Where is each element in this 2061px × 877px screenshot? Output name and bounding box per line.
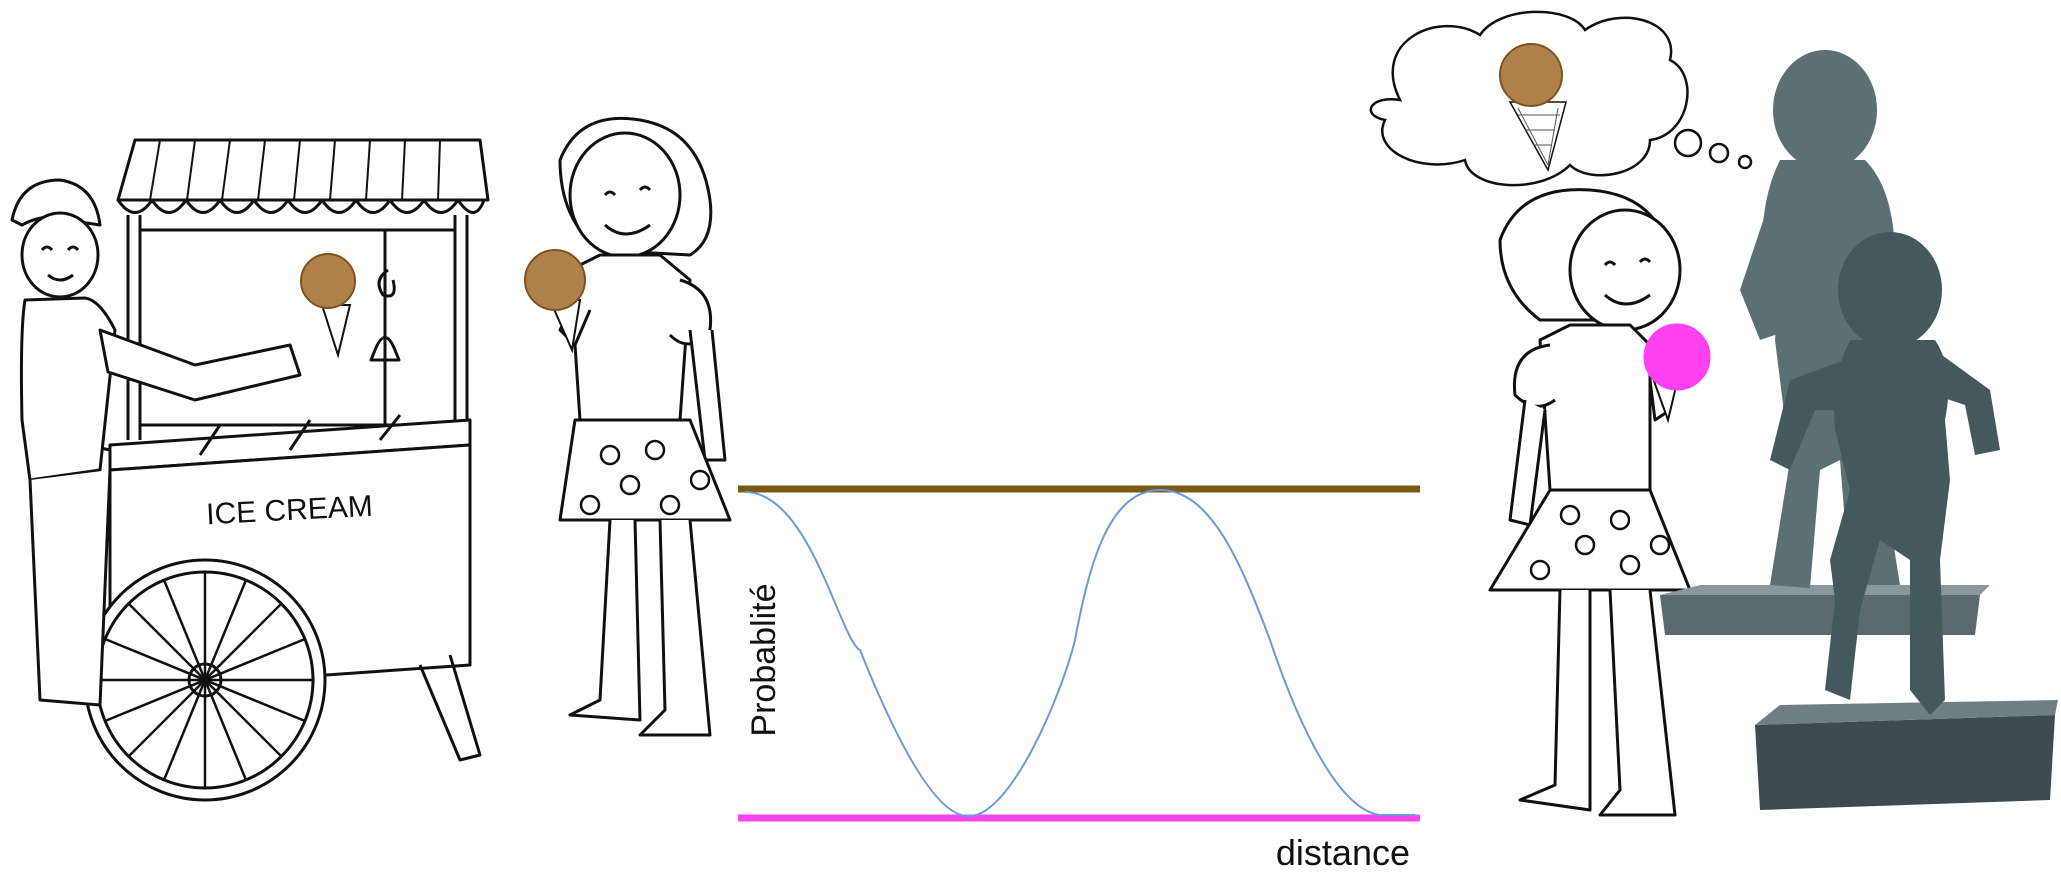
- bronze-statues: [1660, 50, 2058, 810]
- probability-curve: [744, 488, 1415, 818]
- chocolate-scoop-icon: [300, 253, 356, 309]
- x-axis-label: distance: [1276, 832, 1410, 873]
- probability-chart: Probablité distance: [738, 485, 1420, 873]
- thought-bubble: [1369, 10, 1753, 187]
- girl2-ice-cream-cone: [1643, 323, 1711, 424]
- vendor-ice-cream-cone: [300, 253, 356, 359]
- girl1-ice-cream-cone: [524, 249, 586, 354]
- chocolate-scoop-icon: [524, 249, 586, 311]
- ice-cream-cart: [39, 138, 490, 802]
- y-axis-label: Probablité: [745, 583, 783, 736]
- girl-with-chocolate-cone: [558, 116, 732, 737]
- girl-with-pink-cone: [1488, 188, 1692, 817]
- pink-scoop-icon: [1643, 323, 1711, 391]
- ice-cream-vendor: [10, 178, 302, 707]
- chocolate-scoop-icon: [1499, 43, 1563, 107]
- thought-ice-cream-cone: [1499, 43, 1567, 172]
